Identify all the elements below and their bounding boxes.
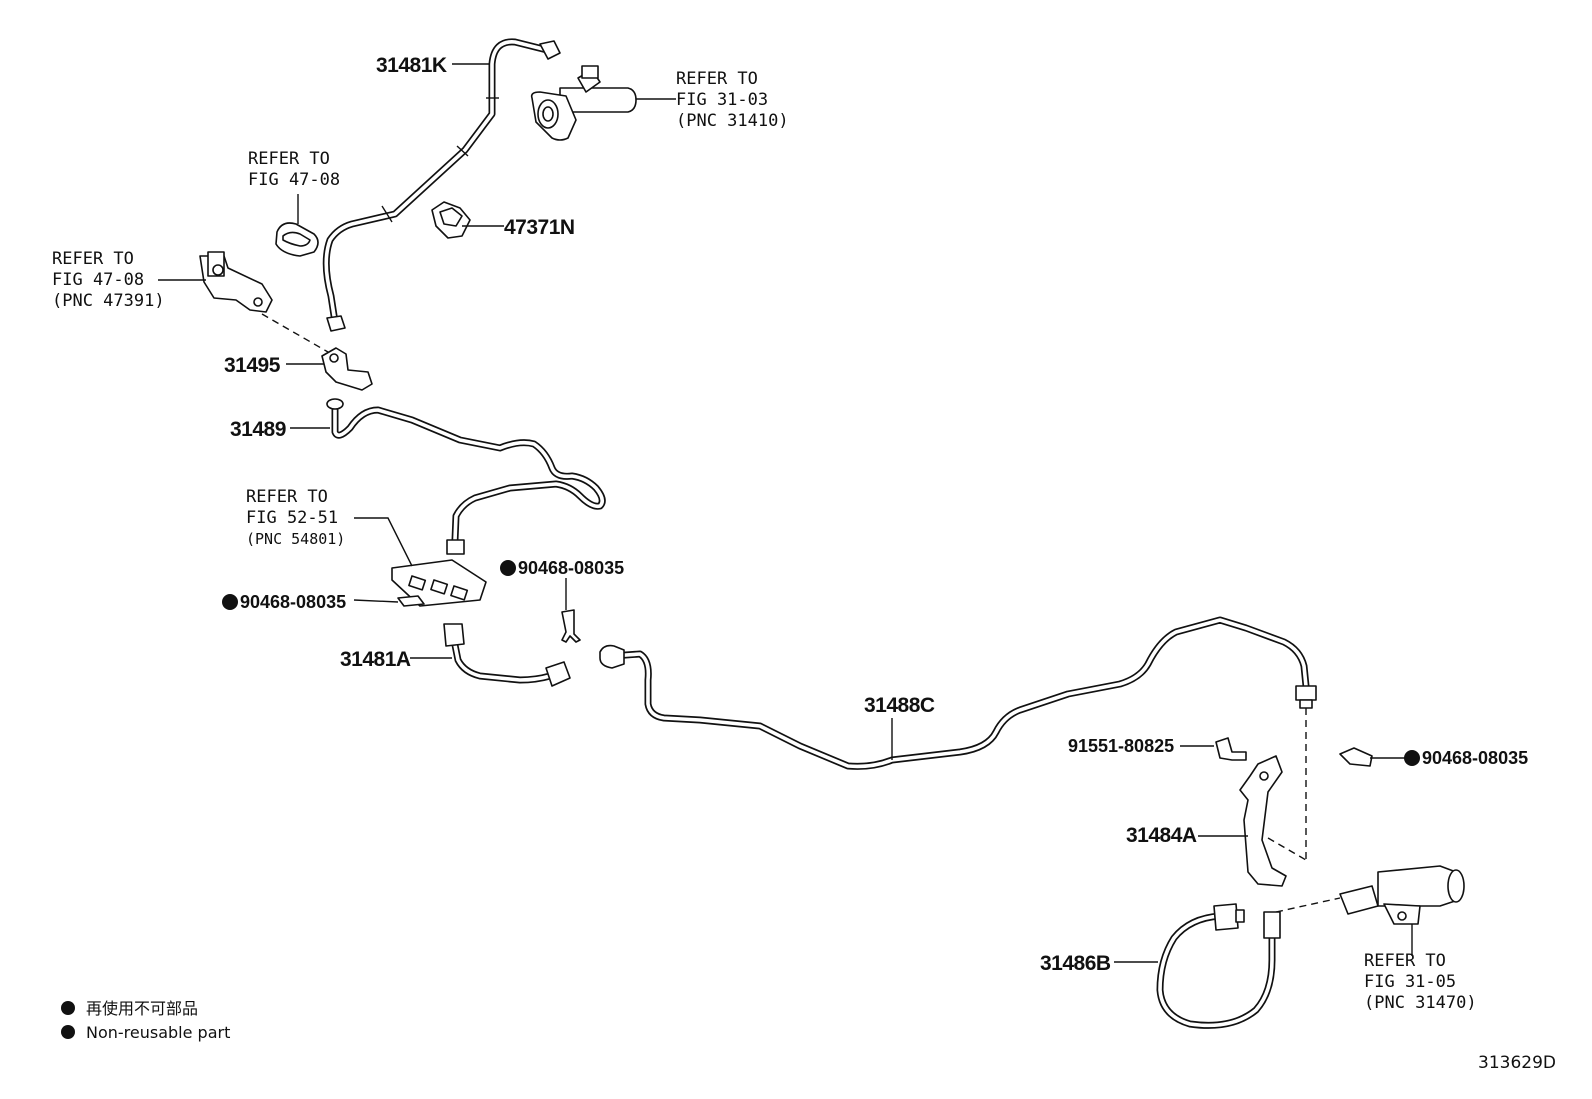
clip-mid [561, 609, 581, 643]
plate-54801 [391, 559, 487, 607]
ref-4708a-line1: REFER TO [248, 149, 330, 169]
legend-dot-en [61, 1025, 75, 1039]
legend-en: Non-reusable part [86, 1023, 230, 1042]
slave-cylinder [1339, 865, 1465, 925]
nonreusable-dot-right [1404, 750, 1420, 766]
part-labels: 31481K 47371N 31495 31489 31481A 31488C … [222, 54, 1528, 975]
label-clip-right: 90468-08035 [1422, 748, 1528, 768]
ref-3103-line2: FIG 31-03 [676, 90, 768, 110]
diagram-code: 313629D [1478, 1053, 1556, 1073]
label-31486b: 31486B [1040, 952, 1111, 975]
label-31489: 31489 [230, 418, 286, 441]
clip-right [1339, 747, 1373, 767]
nonreusable-dot-mid [500, 560, 516, 576]
pipe-31489 [326, 398, 606, 555]
ref-3103-line1: REFER TO [676, 69, 758, 89]
legend-dot-jp [61, 1001, 75, 1015]
grommet [275, 222, 319, 257]
label-47371n: 47371N [504, 216, 575, 239]
label-91551: 91551-80825 [1068, 736, 1174, 756]
label-31495: 31495 [224, 354, 281, 377]
ref-3105-line1: REFER TO [1364, 951, 1446, 971]
dash-bracket [1267, 837, 1307, 861]
bracket-47391 [199, 251, 273, 313]
pipe-31481a [443, 623, 571, 687]
label-31481a: 31481A [340, 648, 411, 671]
label-31484a: 31484A [1126, 824, 1197, 847]
dash-slave [1275, 897, 1341, 913]
nonreusable-dot-left [222, 594, 238, 610]
label-31481k: 31481K [376, 54, 447, 77]
clamp-47371n [431, 201, 471, 239]
master-cylinder [530, 65, 637, 141]
label-31488c: 31488C [864, 694, 935, 717]
reference-notes: REFER TO FIG 31-03 (PNC 31410) REFER TO … [52, 69, 1477, 1013]
pipe-31481k [322, 38, 561, 332]
bracket-31484a [1239, 755, 1287, 887]
bolt-91551 [1215, 737, 1247, 761]
ref-4708b-line3: (PNC 47391) [52, 291, 165, 311]
leader-lines [158, 63, 1413, 963]
bracket-31495 [321, 347, 373, 391]
clip-left [397, 595, 425, 607]
legend-jp: 再使用不可部品 [86, 999, 198, 1018]
ref-3105-line2: FIG 31-05 [1364, 972, 1456, 992]
dash-31495 [261, 313, 329, 353]
label-clip-mid: 90468-08035 [518, 558, 624, 578]
legend: 再使用不可部品 Non-reusable part [61, 999, 230, 1042]
ref-5251-line1: REFER TO [246, 487, 328, 507]
ref-5251-line3: (PNC 54801) [246, 530, 345, 548]
ref-4708b-line1: REFER TO [52, 249, 134, 269]
ref-4708a-line2: FIG 47-08 [248, 170, 340, 190]
pipe-31488c [599, 616, 1317, 770]
ref-3103-line3: (PNC 31410) [676, 111, 789, 131]
label-clip-left: 90468-08035 [240, 592, 346, 612]
hose-31486b [1156, 903, 1281, 1029]
ref-5251-line2: FIG 52-51 [246, 508, 338, 528]
ref-3105-line3: (PNC 31470) [1364, 993, 1477, 1013]
ref-4708b-line2: FIG 47-08 [52, 270, 144, 290]
